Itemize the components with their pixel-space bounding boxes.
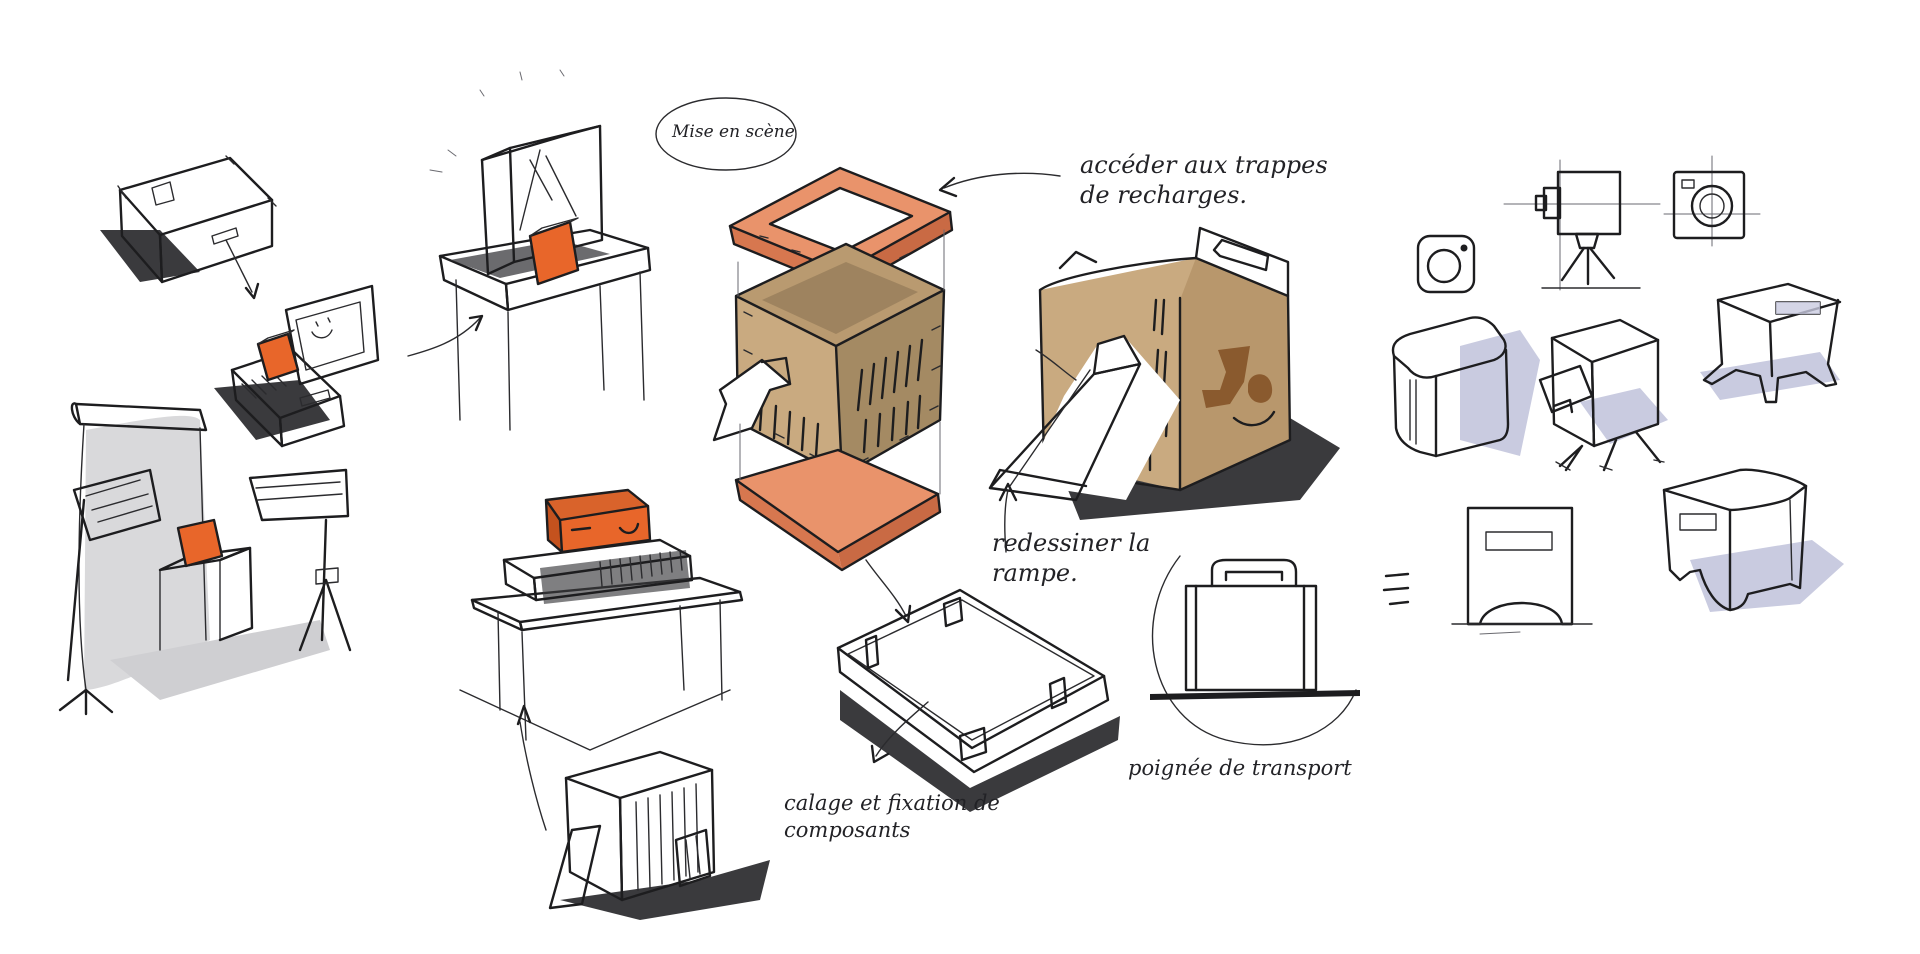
rounded-cube-study [1391,316,1540,458]
handle-annotation: poignée de transport [1128,756,1352,780]
table-fence-sketch [459,488,744,831]
instagram-icon [1416,234,1476,294]
jo-box-sketch [938,172,1340,553]
ramp-annotation: redessiner la rampe. [992,529,1151,587]
closed-box-sketch [100,155,277,300]
base-tray-sketch [836,588,1120,812]
camera-icon [1663,155,1761,247]
table-mirror-sketch [407,69,652,431]
tripod-printer-study [1538,318,1668,472]
exploded-wood-cube [712,166,954,624]
ribbed-box-sketch [548,750,770,920]
traps-annotation: accéder aux trappes de recharges. [1080,151,1328,209]
equals-mark [1382,572,1410,606]
open-box-sketch [214,284,380,448]
legged-box-study [1700,282,1842,404]
photo-studio-sketch [58,402,352,716]
mise-en-scene-bubble [655,97,797,171]
calage-annotation: calage et fixation de composants [784,791,1000,842]
camera-tripod-icon [1503,159,1661,291]
rounded-box-study [1662,468,1844,612]
mise-en-scene-label: Mise en scène [672,122,795,142]
handle-detail-sketch [1150,555,1360,746]
front-view-box-study [1451,506,1593,635]
